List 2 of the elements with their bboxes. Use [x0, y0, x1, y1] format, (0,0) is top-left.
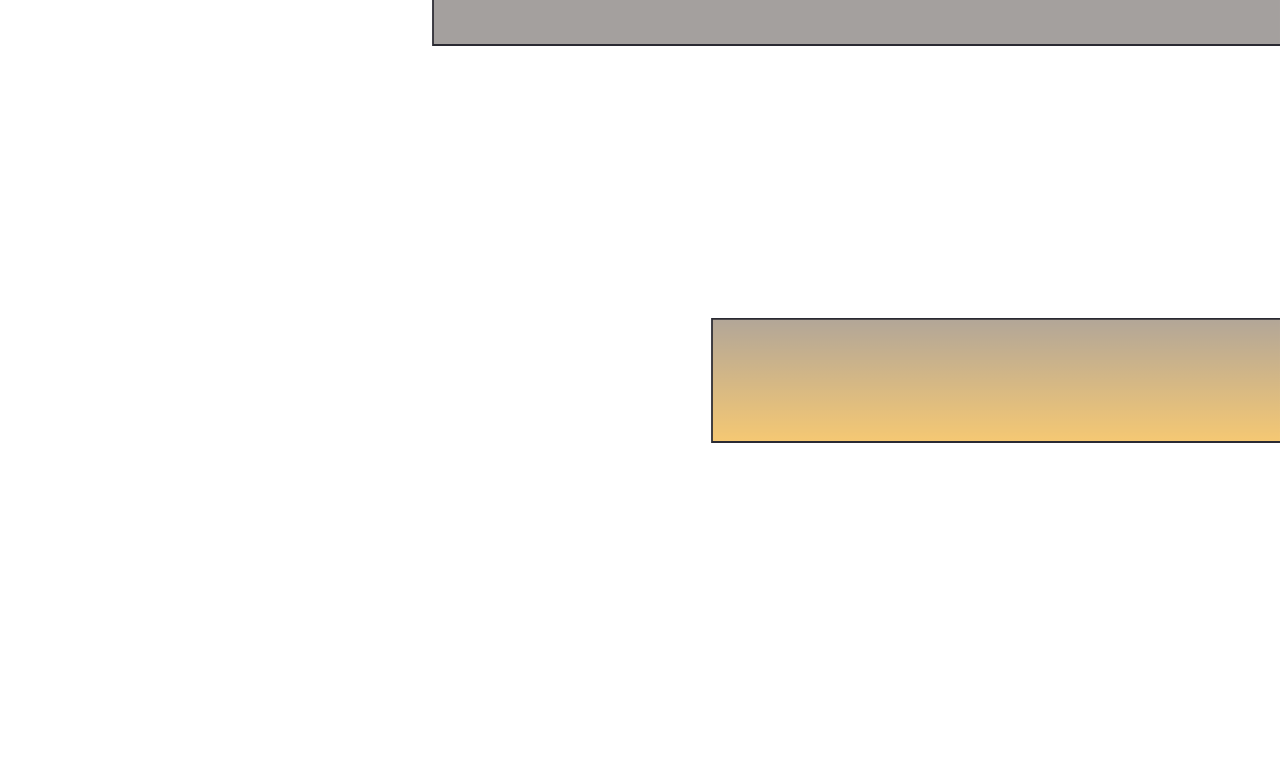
panel-box: [711, 318, 1280, 443]
panel-box: [432, 0, 1280, 46]
